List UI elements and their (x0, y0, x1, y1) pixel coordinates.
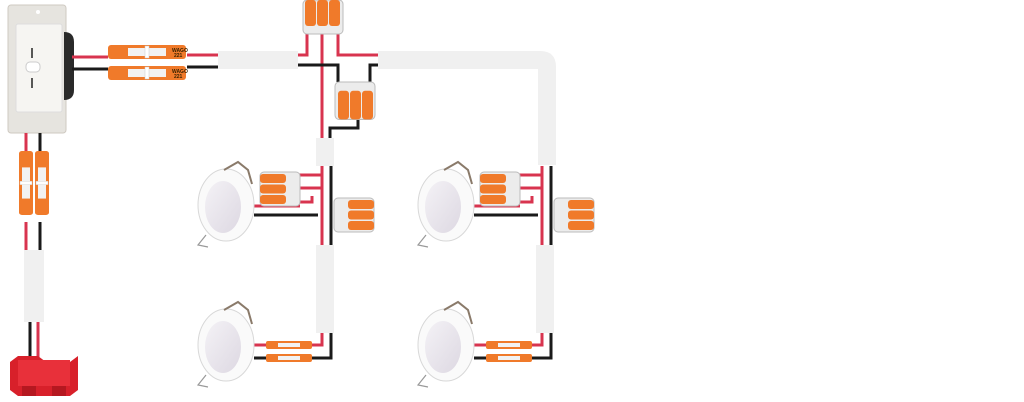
svg-text:221: 221 (174, 53, 183, 59)
dimmer-output-wires (72, 53, 218, 71)
recessed-light-3 (417, 161, 475, 248)
lever-connector-branch-1 (333, 197, 375, 233)
svg-text:221: 221 (174, 74, 183, 80)
connector-brand-label: WAGO (172, 48, 188, 54)
branch-left (254, 138, 334, 360)
inline-connector-neutral: WAGO 221 (107, 65, 188, 81)
recessed-light-1 (197, 161, 255, 248)
recessed-light-4 (417, 301, 475, 388)
lever-connector-branch-3 (553, 197, 595, 233)
inline-connector-hot: WAGO 221 (107, 44, 188, 60)
inline-connector-light-2-hot (266, 341, 312, 349)
lever-connector-top (302, 0, 344, 35)
inline-connector-light-2-neutral (266, 354, 312, 362)
lever-connector-light-1 (259, 171, 301, 207)
inline-connector-supply-neutral (34, 150, 50, 216)
main-cable (218, 51, 556, 165)
inline-connector-supply-hot (18, 150, 34, 216)
svg-text:WAGO: WAGO (172, 69, 188, 75)
lever-connector-light-3 (479, 171, 521, 207)
branch-right (474, 166, 554, 360)
inline-connector-light-4-neutral (486, 354, 532, 362)
connector-model-label: 221 (174, 53, 183, 59)
junction-wires (298, 30, 378, 138)
inline-connector-light-4-hot (486, 341, 532, 349)
dimmer-switch (7, 4, 74, 134)
svg-text:WAGO: WAGO (172, 48, 188, 54)
blade-fuse (10, 356, 78, 396)
recessed-light-2 (197, 301, 255, 388)
lever-connector-junction (334, 81, 376, 120)
supply-wires (24, 133, 44, 360)
